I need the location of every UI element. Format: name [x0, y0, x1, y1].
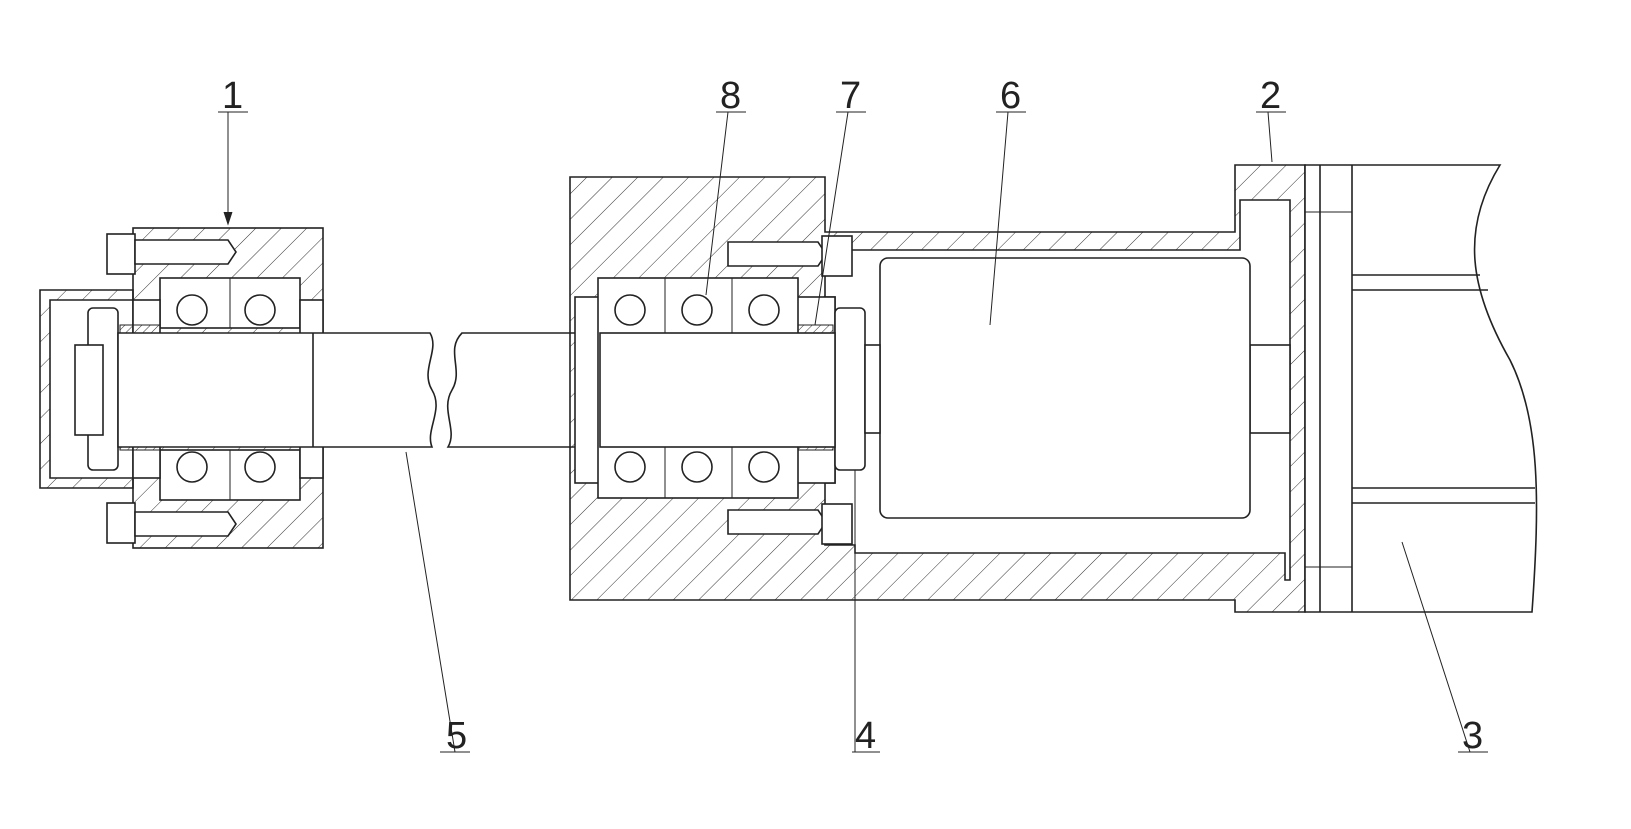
part-label-1: 1 — [222, 75, 243, 117]
motor — [879, 257, 1251, 519]
right-component — [1304, 164, 1538, 613]
part-label-5: 5 — [446, 715, 467, 757]
part-label-3: 3 — [1462, 715, 1483, 757]
part-label-4: 4 — [855, 715, 876, 757]
part-label-7: 7 — [840, 75, 861, 117]
motor-shaft — [864, 344, 881, 434]
part-label-2: 2 — [1260, 75, 1281, 117]
part-label-6: 6 — [1000, 75, 1021, 117]
part-label-8: 8 — [720, 75, 741, 117]
shaft — [117, 332, 601, 448]
leader-lines — [218, 111, 1488, 753]
